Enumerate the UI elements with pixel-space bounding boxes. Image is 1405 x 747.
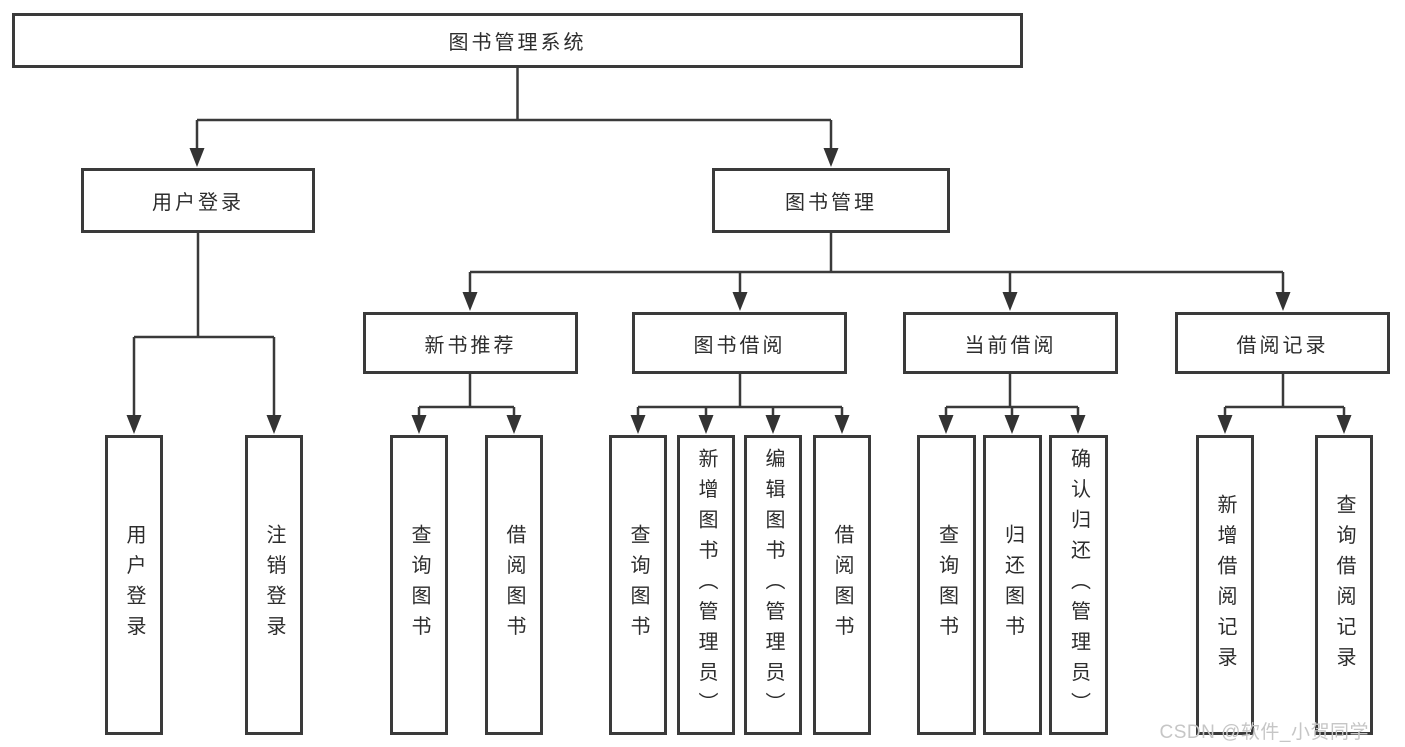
leaf-user-login-label: 用户登录	[123, 524, 145, 646]
leaf-query-books-1: 查询图书	[390, 435, 448, 735]
node-borrow-records-label: 借阅记录	[1236, 334, 1329, 357]
leaf-return-book-label: 归还图书	[1001, 524, 1024, 646]
leaf-query-books-2: 查询图书	[609, 435, 667, 735]
node-book-borrow-label: 图书借阅	[693, 334, 786, 357]
leaf-logout: 注销登录	[245, 435, 303, 735]
connector-newbook-to-leaves	[417, 374, 516, 420]
node-borrow-records: 借阅记录	[1175, 312, 1390, 374]
connector-borrowrecords-to-leaves	[1223, 374, 1346, 420]
leaf-query-books-1-label: 查询图书	[408, 524, 430, 646]
leaf-add-book-admin: 新增图书（管理员）	[677, 435, 735, 735]
leaf-query-books-2-label: 查询图书	[627, 524, 649, 646]
leaf-query-borrow-record: 查询借阅记录	[1315, 435, 1373, 735]
leaf-borrow-books-1-label: 借阅图书	[503, 524, 525, 646]
connector-bookmgmt-to-level3	[468, 233, 1285, 297]
node-new-book-recommend: 新书推荐	[363, 312, 578, 374]
connector-root-to-level2	[195, 68, 833, 152]
node-current-borrow-label: 当前借阅	[964, 334, 1057, 357]
leaf-logout-label: 注销登录	[263, 524, 285, 646]
watermark: CSDN @软件_小贺同学	[1159, 722, 1369, 743]
node-book-management-label: 图书管理	[785, 192, 877, 214]
node-current-borrow: 当前借阅	[903, 312, 1118, 374]
leaf-borrow-books-2: 借阅图书	[813, 435, 871, 735]
leaf-confirm-return-admin-label: 确认归还（管理员）	[1067, 447, 1090, 723]
node-root-label: 图书管理系统	[448, 32, 587, 54]
leaf-query-books-3: 查询图书	[917, 435, 976, 735]
connector-userlogin-to-leaves	[132, 233, 276, 420]
leaf-query-borrow-record-label: 查询借阅记录	[1333, 493, 1355, 677]
leaf-add-borrow-record: 新增借阅记录	[1196, 435, 1254, 735]
node-root: 图书管理系统	[12, 13, 1023, 68]
connector-bookborrow-to-leaves	[636, 374, 844, 420]
node-new-book-recommend-label: 新书推荐	[424, 334, 517, 357]
leaf-user-login: 用户登录	[105, 435, 163, 735]
connector-currentborrow-to-leaves	[944, 374, 1080, 420]
leaf-query-books-3-label: 查询图书	[935, 524, 958, 646]
node-user-login-label: 用户登录	[152, 192, 244, 214]
leaf-edit-book-admin-label: 编辑图书（管理员）	[762, 447, 784, 723]
leaf-borrow-books-2-label: 借阅图书	[831, 524, 853, 646]
leaf-edit-book-admin: 编辑图书（管理员）	[744, 435, 802, 735]
leaf-borrow-books-1: 借阅图书	[485, 435, 543, 735]
node-book-management: 图书管理	[712, 168, 950, 233]
leaf-add-borrow-record-label: 新增借阅记录	[1214, 493, 1236, 677]
leaf-add-book-admin-label: 新增图书（管理员）	[695, 447, 717, 723]
node-book-borrow: 图书借阅	[632, 312, 847, 374]
leaf-return-book: 归还图书	[983, 435, 1042, 735]
leaf-confirm-return-admin: 确认归还（管理员）	[1049, 435, 1108, 735]
node-user-login: 用户登录	[81, 168, 315, 233]
